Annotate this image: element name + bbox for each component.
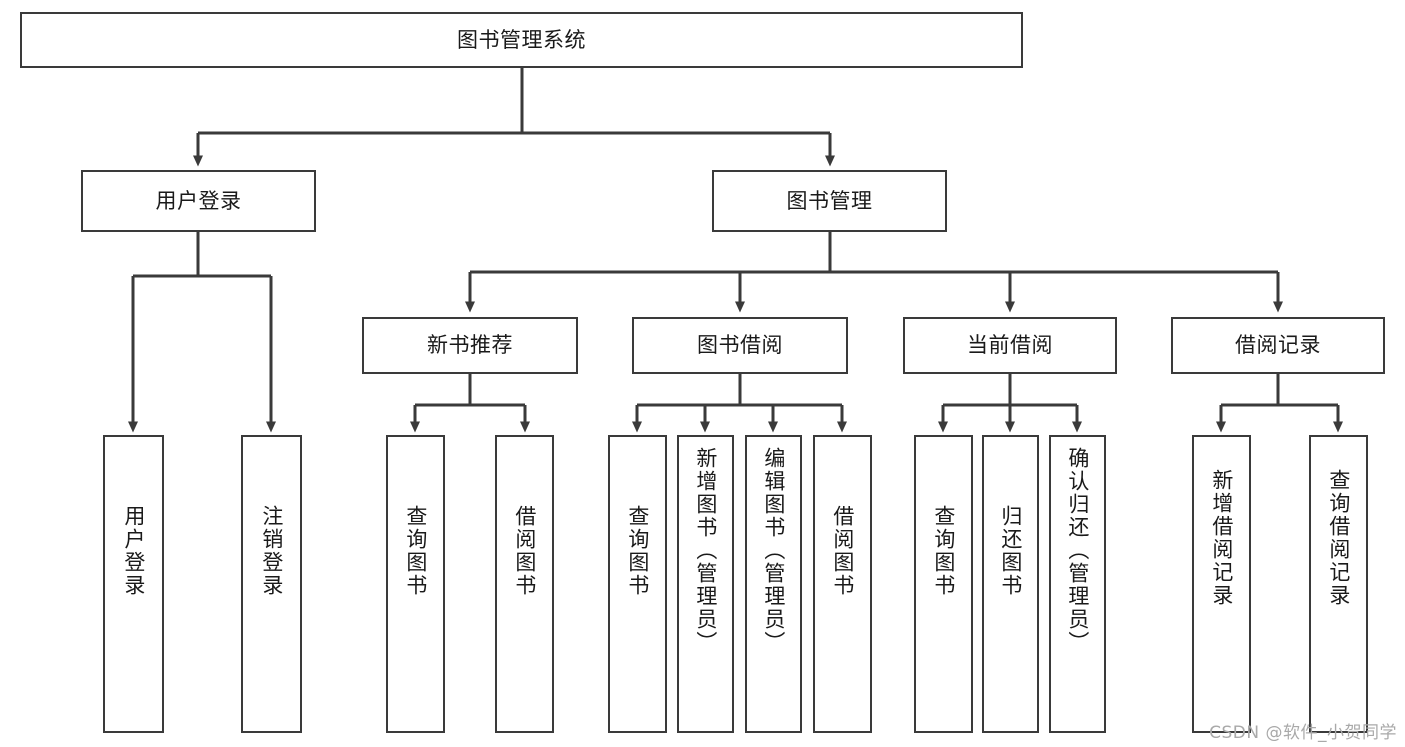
node-user-login-label: 用户登录 bbox=[155, 188, 242, 213]
node-leaf-confirm-return[interactable]: 确认归还（管理员） bbox=[1049, 435, 1106, 733]
node-leaf-borrow-book-2[interactable]: 借阅图书 bbox=[813, 435, 872, 733]
node-leaf-user-login-label: 用户登录 bbox=[121, 505, 146, 597]
node-leaf-query-book-3-label: 查询图书 bbox=[931, 505, 956, 597]
node-new-book-rec[interactable]: 新书推荐 bbox=[362, 317, 578, 374]
node-leaf-query-record[interactable]: 查询借阅记录 bbox=[1309, 435, 1368, 733]
node-book-manage-label: 图书管理 bbox=[786, 188, 873, 213]
node-borrow-record-label: 借阅记录 bbox=[1235, 333, 1321, 358]
node-leaf-return-book-label: 归还图书 bbox=[998, 505, 1023, 597]
node-leaf-edit-book-label: 编辑图书（管理员） bbox=[761, 447, 786, 654]
node-current-borrow-label: 当前借阅 bbox=[967, 333, 1053, 358]
node-leaf-query-book-2-label: 查询图书 bbox=[625, 505, 650, 597]
node-leaf-return-book[interactable]: 归还图书 bbox=[982, 435, 1039, 733]
node-leaf-confirm-return-label: 确认归还（管理员） bbox=[1065, 447, 1090, 654]
node-book-borrow[interactable]: 图书借阅 bbox=[632, 317, 848, 374]
node-leaf-query-book-1[interactable]: 查询图书 bbox=[386, 435, 445, 733]
node-root[interactable]: 图书管理系统 bbox=[20, 12, 1023, 68]
node-leaf-query-book-3[interactable]: 查询图书 bbox=[914, 435, 973, 733]
node-root-label: 图书管理系统 bbox=[457, 27, 586, 52]
node-new-book-rec-label: 新书推荐 bbox=[427, 333, 513, 358]
node-borrow-record[interactable]: 借阅记录 bbox=[1171, 317, 1385, 374]
node-leaf-add-record-label: 新增借阅记录 bbox=[1209, 469, 1234, 607]
node-leaf-add-record[interactable]: 新增借阅记录 bbox=[1192, 435, 1251, 733]
node-leaf-user-logout-label: 注销登录 bbox=[259, 505, 284, 597]
node-leaf-borrow-book-1[interactable]: 借阅图书 bbox=[495, 435, 554, 733]
node-leaf-add-book[interactable]: 新增图书（管理员） bbox=[677, 435, 734, 733]
node-current-borrow[interactable]: 当前借阅 bbox=[903, 317, 1117, 374]
node-book-manage[interactable]: 图书管理 bbox=[712, 170, 947, 232]
csdn-watermark: CSDN @软件_小贺同学 bbox=[1209, 723, 1397, 743]
node-leaf-add-book-label: 新增图书（管理员） bbox=[693, 447, 718, 654]
node-leaf-query-record-label: 查询借阅记录 bbox=[1326, 469, 1351, 607]
node-leaf-user-login[interactable]: 用户登录 bbox=[103, 435, 164, 733]
node-leaf-query-book-2[interactable]: 查询图书 bbox=[608, 435, 667, 733]
node-user-login[interactable]: 用户登录 bbox=[81, 170, 316, 232]
node-leaf-borrow-book-1-label: 借阅图书 bbox=[512, 505, 537, 597]
node-leaf-query-book-1-label: 查询图书 bbox=[403, 505, 428, 597]
node-leaf-edit-book[interactable]: 编辑图书（管理员） bbox=[745, 435, 802, 733]
node-leaf-borrow-book-2-label: 借阅图书 bbox=[830, 505, 855, 597]
node-book-borrow-label: 图书借阅 bbox=[697, 333, 783, 358]
node-leaf-user-logout[interactable]: 注销登录 bbox=[241, 435, 302, 733]
